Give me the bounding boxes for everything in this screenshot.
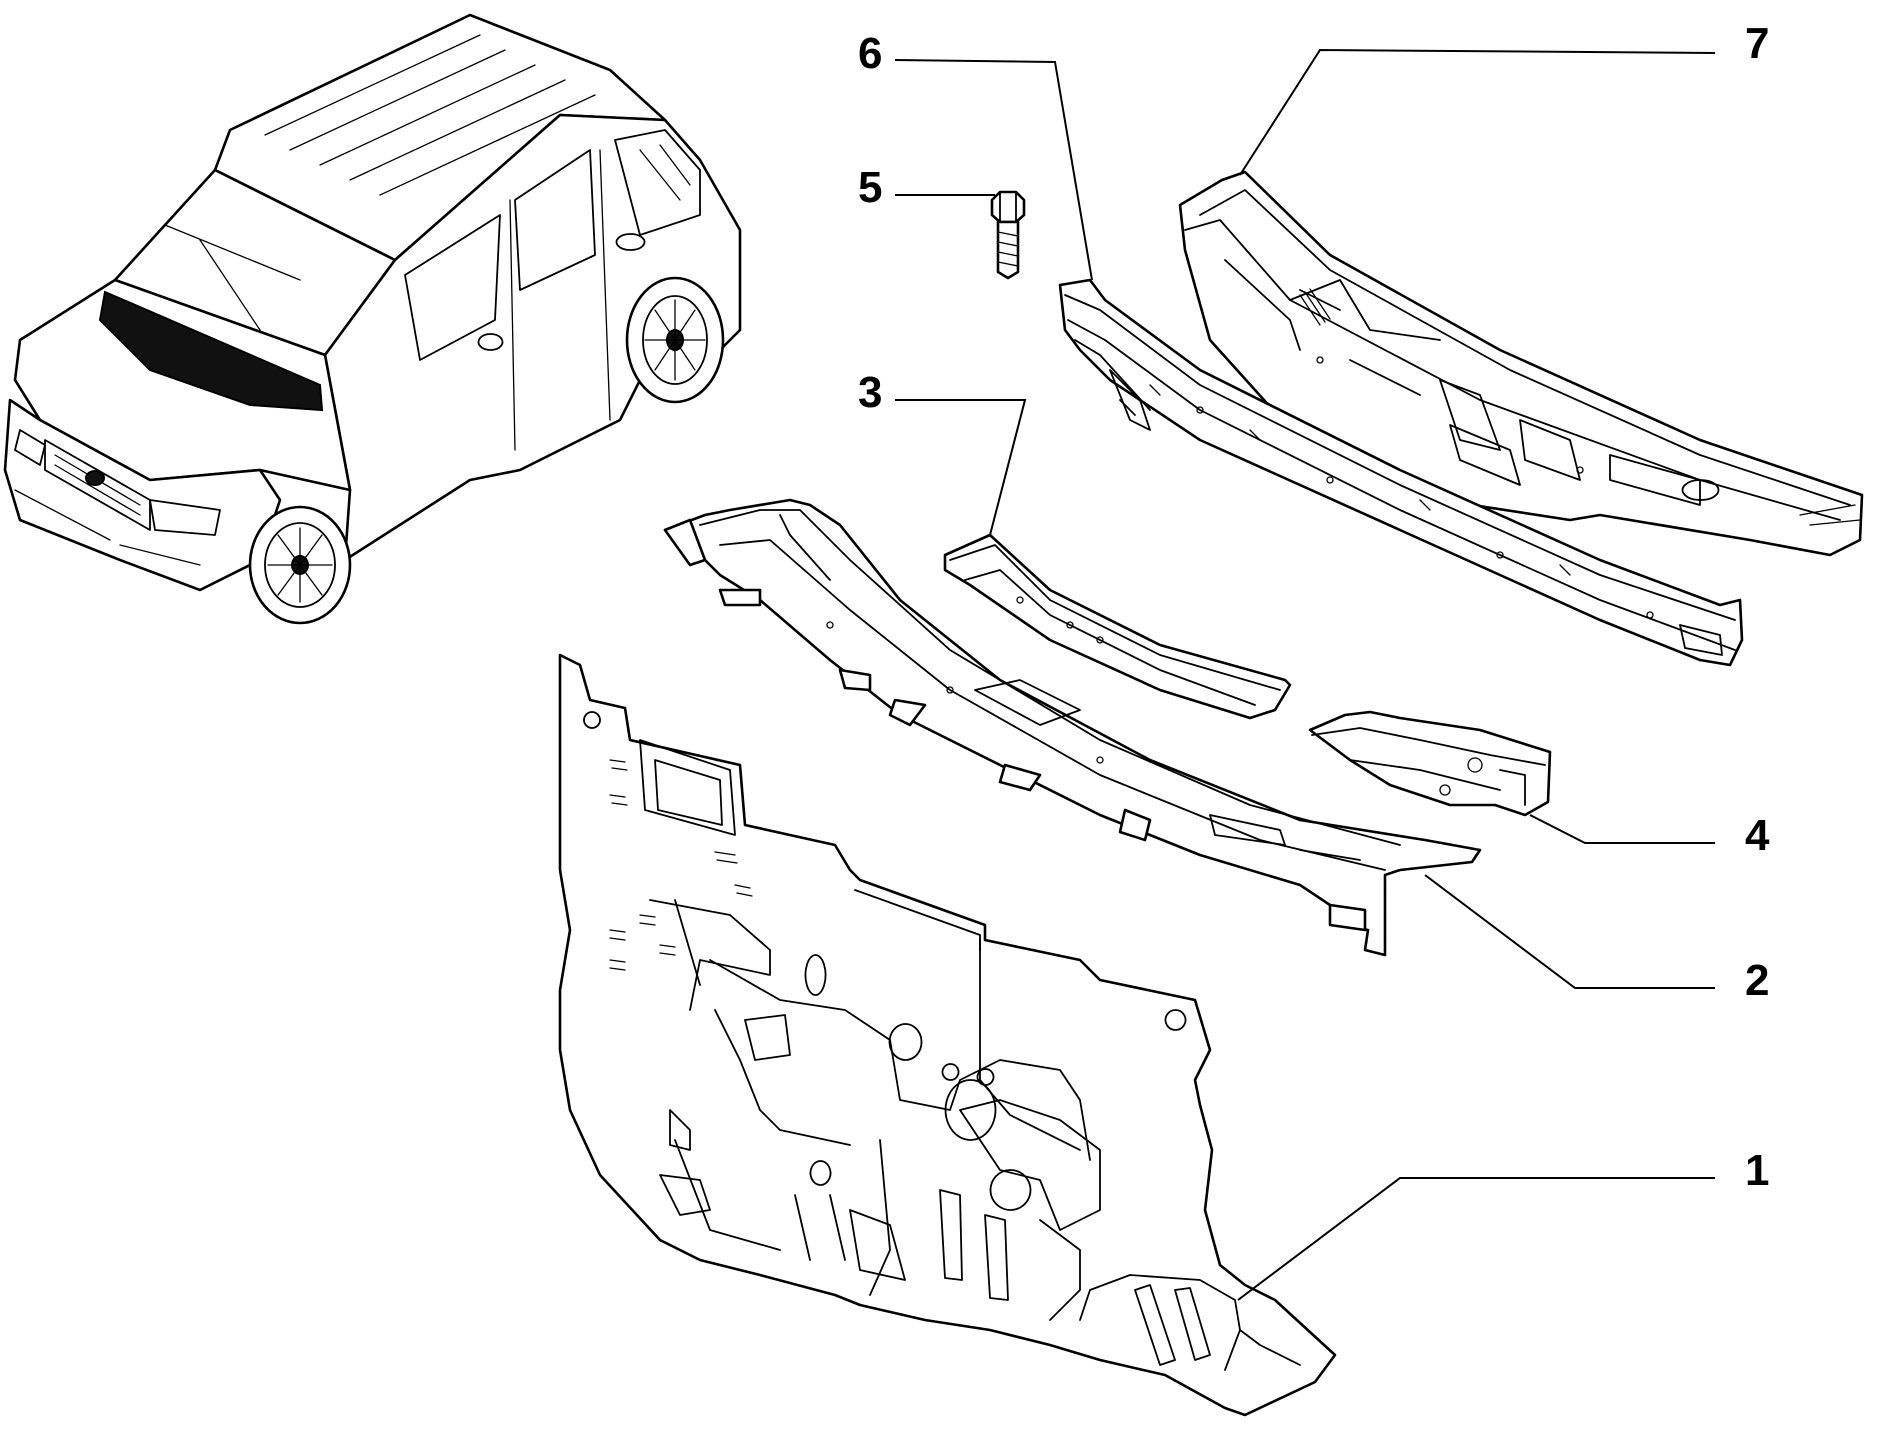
callout-1: 1 (1745, 1146, 1769, 1195)
part-2-dash-crossmember (663, 498, 1482, 957)
callout-7: 7 (1745, 19, 1769, 68)
part-3-channel (943, 533, 1292, 720)
callouts: 6 7 5 3 4 2 1 (858, 19, 1770, 1195)
part-1-bulkhead-panel (558, 653, 1337, 1417)
leader-3 (895, 399, 1027, 536)
callout-6: 6 (858, 29, 882, 78)
part-7-cowl-panel (1178, 170, 1864, 557)
part-5-bolt (990, 190, 1026, 280)
callout-5: 5 (858, 163, 882, 212)
leader-4 (1529, 814, 1715, 844)
leader-1 (1237, 1177, 1715, 1301)
callout-3: 3 (858, 368, 882, 417)
callout-2: 2 (1745, 956, 1769, 1005)
part-4-bracket (1308, 710, 1552, 817)
leader-lines (894, 48, 1716, 1301)
car-overview (3, 13, 742, 625)
part-6-crossmember (1058, 278, 1744, 667)
leader-6 (894, 59, 1093, 281)
leader-2 (1424, 874, 1715, 989)
leader-7 (1239, 48, 1716, 176)
cowl-highlight (98, 290, 324, 412)
callout-4: 4 (1745, 811, 1770, 860)
